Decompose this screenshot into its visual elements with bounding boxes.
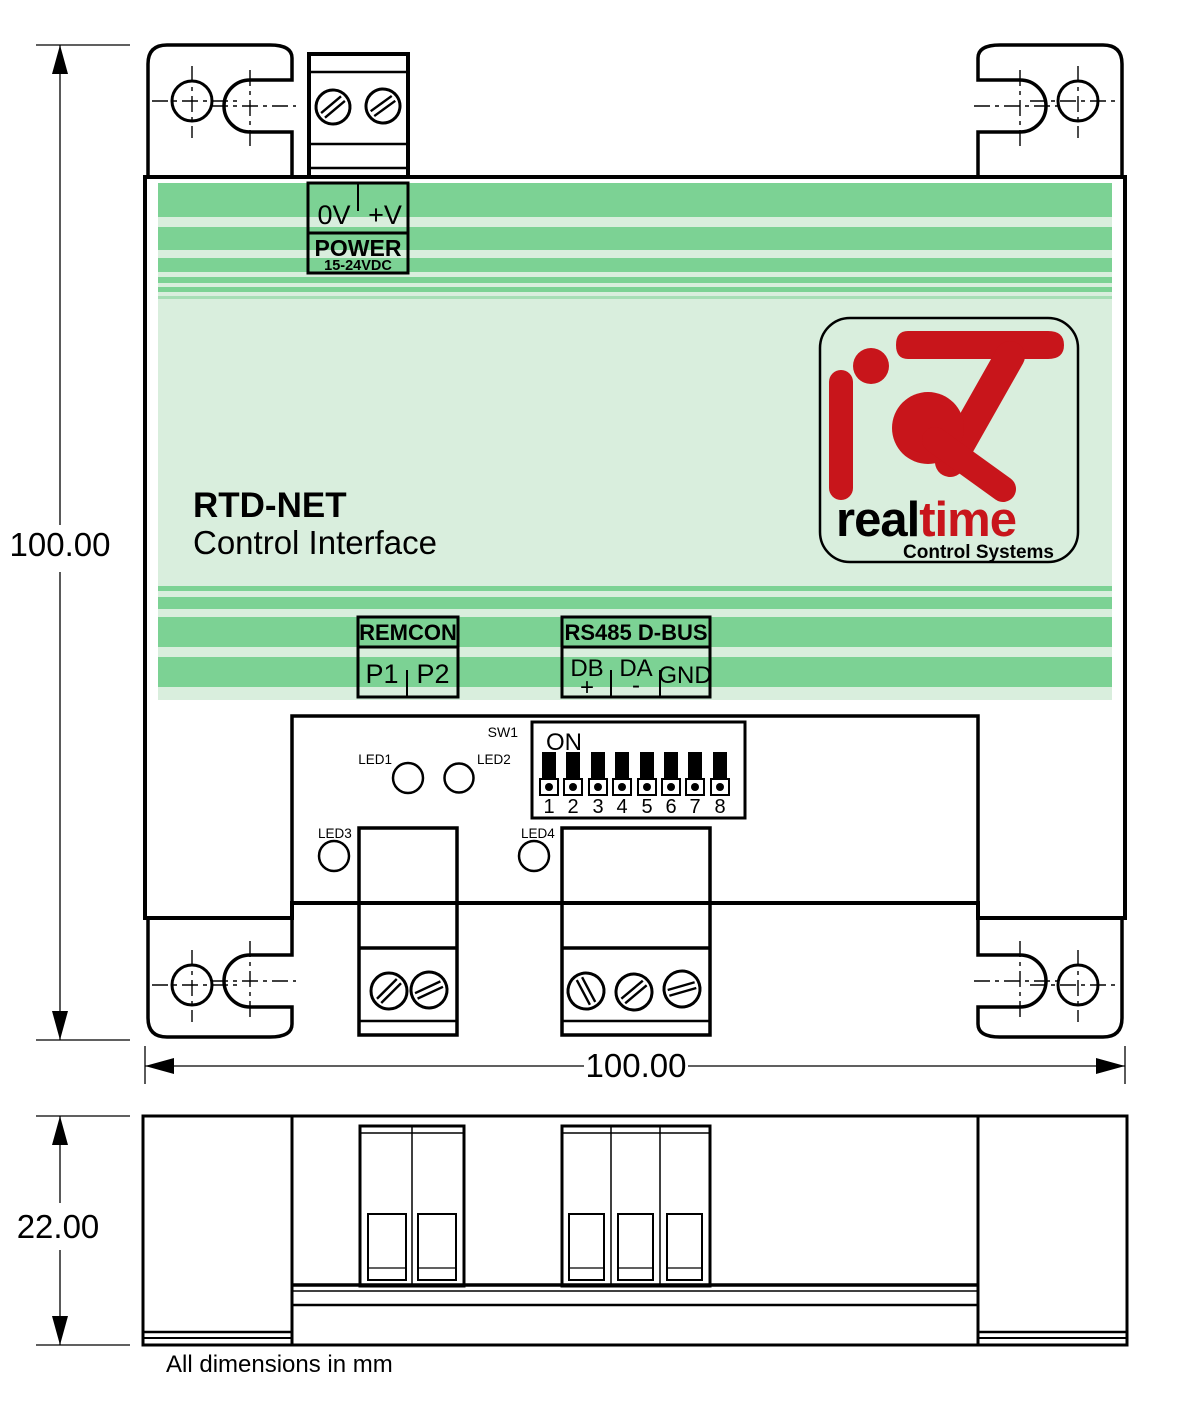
dip-switch-3: 3 bbox=[588, 752, 608, 818]
power-rating-label: 15-24VDC bbox=[324, 258, 392, 274]
screw bbox=[314, 88, 352, 126]
power-label: POWER bbox=[315, 235, 402, 261]
logo-tagline: Control Systems bbox=[903, 542, 1054, 563]
logo-brand-second: time bbox=[919, 493, 1016, 547]
dip-switch-4: 4 bbox=[612, 752, 632, 818]
dip-switch-7: 7 bbox=[685, 752, 705, 818]
side-view bbox=[141, 1114, 1129, 1347]
dip-switch-5: 5 bbox=[637, 752, 657, 818]
power-screw-terminal bbox=[307, 52, 410, 179]
remcon-header: REMCON bbox=[359, 620, 457, 645]
component-panel bbox=[290, 714, 980, 905]
screw bbox=[409, 970, 449, 1010]
led3-label: LED3 bbox=[318, 826, 352, 841]
dip-switch-8: 8 bbox=[710, 752, 730, 818]
stripe bbox=[158, 227, 1112, 250]
svg-text:4: 4 bbox=[616, 796, 627, 818]
led4-indicator bbox=[517, 839, 551, 873]
center-lines bbox=[152, 66, 296, 146]
rs485-terminal-block bbox=[560, 826, 712, 1037]
stripe bbox=[158, 287, 1112, 292]
rs485-label-box: RS485 D-BUS DB + DA - GND bbox=[560, 615, 712, 701]
screw bbox=[369, 971, 409, 1011]
led4-label: LED4 bbox=[521, 826, 555, 841]
product-label: RTD-NET Control Interface 0V +V POWER 15… bbox=[158, 181, 1112, 701]
rs485-pin1-sign: + bbox=[580, 674, 594, 701]
side-terminal-block-rs485 bbox=[560, 1124, 712, 1288]
units-note: All dimensions in mm bbox=[166, 1351, 393, 1378]
stripe bbox=[158, 586, 1112, 591]
center-lines bbox=[152, 941, 296, 1022]
svg-text:6: 6 bbox=[665, 796, 676, 818]
power-pin-left-label: 0V bbox=[317, 200, 350, 230]
dip-on-label: ON bbox=[546, 729, 582, 756]
screw bbox=[566, 971, 606, 1011]
dimension-height: 100.00 bbox=[10, 44, 130, 1041]
dimension-width-value: 100.00 bbox=[586, 1047, 687, 1084]
logo-mark bbox=[829, 331, 1064, 502]
mounting-tab-top-right bbox=[974, 43, 1124, 179]
dimension-depth: 22.00 bbox=[17, 1115, 130, 1346]
led1-label: LED1 bbox=[358, 752, 392, 767]
status-leds: LED1 LED2 LED3 LED4 bbox=[317, 752, 555, 873]
dip-switch-sw1: SW1 ON 1 2 3 4 5 6 7 8 bbox=[488, 720, 747, 820]
led2-indicator bbox=[443, 762, 475, 794]
remcon-pin2-label: P2 bbox=[416, 659, 449, 689]
mounting-tab-bottom-left bbox=[146, 916, 296, 1039]
stripe bbox=[158, 183, 1112, 217]
svg-text:2: 2 bbox=[567, 796, 578, 818]
mounting-tab-bottom-right bbox=[974, 916, 1124, 1039]
page-subtitle: Control Interface bbox=[193, 524, 437, 561]
led1-indicator bbox=[391, 761, 425, 795]
realtime-logo: realtime Control Systems bbox=[818, 316, 1080, 564]
remcon-terminal-block bbox=[357, 826, 459, 1037]
rs485-pin2-sign: - bbox=[632, 672, 640, 699]
mounting-tab-top-left bbox=[146, 43, 296, 179]
led3-indicator bbox=[317, 839, 351, 873]
dimension-width: 100.00 bbox=[144, 1046, 1126, 1084]
logo-brand-first: real bbox=[836, 493, 919, 547]
led2-label: LED2 bbox=[477, 752, 511, 767]
stripe bbox=[158, 296, 1112, 299]
svg-text:7: 7 bbox=[689, 796, 700, 818]
stripe bbox=[158, 258, 1112, 272]
stripe bbox=[158, 277, 1112, 283]
page-title: RTD-NET bbox=[193, 486, 347, 525]
remcon-pin1-label: P1 bbox=[365, 659, 398, 689]
screw bbox=[614, 972, 654, 1012]
top-view: RTD-NET Control Interface 0V +V POWER 15… bbox=[143, 43, 1127, 1039]
dip-switch-2: 2 bbox=[563, 752, 583, 818]
stripe bbox=[158, 617, 1112, 647]
svg-text:5: 5 bbox=[641, 796, 652, 818]
dimension-depth-value: 22.00 bbox=[17, 1208, 100, 1245]
stripe bbox=[158, 657, 1112, 687]
rs485-pin3-label: GND bbox=[658, 662, 711, 689]
rs485-pin2-label: DA bbox=[619, 655, 652, 682]
rs485-header: RS485 D-BUS bbox=[564, 620, 707, 645]
dimension-height-value: 100.00 bbox=[10, 526, 111, 563]
rs485-pin1-label: DB bbox=[570, 655, 603, 682]
power-label-box: 0V +V POWER 15-24VDC bbox=[306, 181, 410, 275]
dip-switch-6: 6 bbox=[661, 752, 681, 818]
side-terminal-block-remcon bbox=[358, 1124, 466, 1288]
svg-text:1: 1 bbox=[543, 796, 554, 818]
screw bbox=[662, 969, 702, 1009]
remcon-label-box: REMCON P1 P2 bbox=[356, 615, 460, 699]
sw1-label: SW1 bbox=[488, 724, 519, 740]
center-lines bbox=[974, 941, 1118, 1022]
svg-text:realtime: realtime bbox=[836, 493, 1016, 547]
stripe bbox=[158, 597, 1112, 609]
svg-text:8: 8 bbox=[714, 796, 725, 818]
screw bbox=[364, 87, 402, 125]
dip-switch-1: 1 bbox=[539, 752, 559, 818]
svg-text:3: 3 bbox=[592, 796, 603, 818]
power-pin-right-label: +V bbox=[368, 200, 402, 230]
center-lines bbox=[974, 66, 1118, 146]
